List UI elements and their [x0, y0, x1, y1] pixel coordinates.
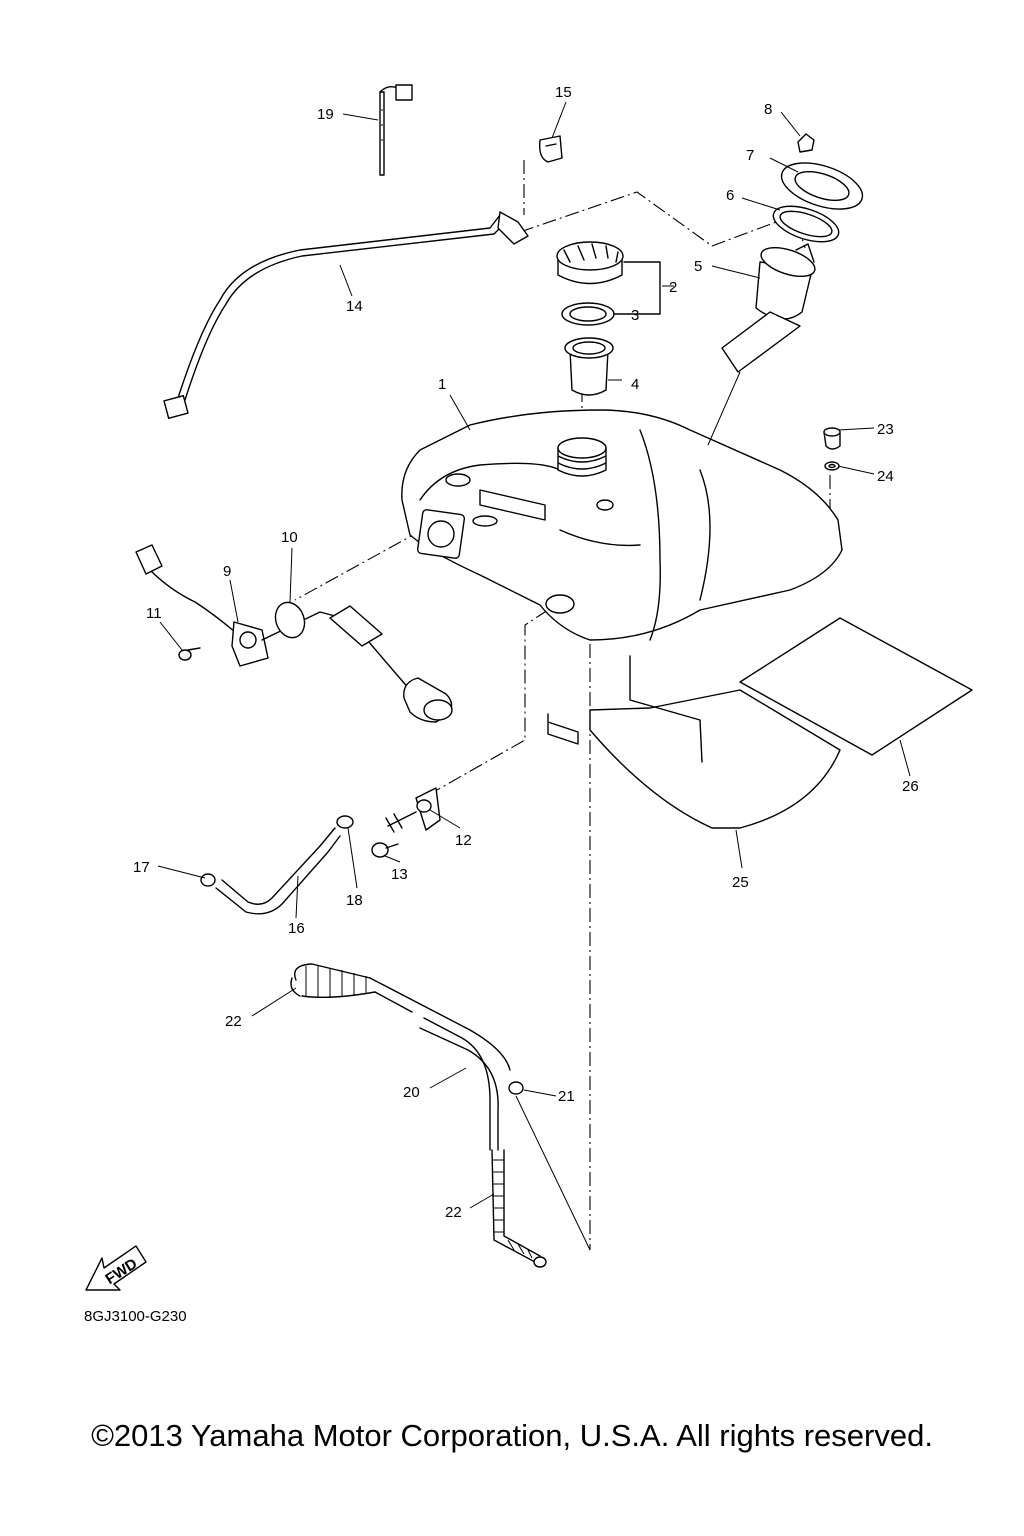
- callout-20: 20: [403, 1084, 420, 1101]
- callout-6: 6: [726, 187, 734, 204]
- part-11-screw: [178, 647, 201, 661]
- drawing-code: 8GJ3100-G230: [84, 1308, 187, 1325]
- part-5-fuel-pump: [721, 243, 816, 373]
- part-7-retainer-plate: [780, 162, 864, 210]
- part-22-protector-upper: [290, 963, 376, 999]
- callout-2: 2: [669, 279, 677, 296]
- part-20-breather-hose: [369, 977, 511, 1151]
- part-4-strainer: [564, 337, 614, 396]
- callout-26: 26: [902, 778, 919, 795]
- callout-15: 15: [555, 84, 572, 101]
- part-19-cable-tie: [379, 84, 413, 176]
- part-16-fuel-hose: [215, 827, 341, 915]
- part-26-plate: [739, 617, 973, 756]
- copyright-notice: ©2013 Yamaha Motor Corporation, U.S.A. A…: [91, 1418, 933, 1453]
- part-25-protector: [547, 655, 841, 829]
- part-22-protector-lower: [491, 1149, 547, 1268]
- callout-22-upper: 22: [225, 1013, 242, 1030]
- part-23-nut: [823, 427, 841, 450]
- callout-23: 23: [877, 421, 894, 438]
- callout-3: 3: [631, 307, 639, 324]
- callout-24: 24: [877, 468, 894, 485]
- callout-21: 21: [558, 1088, 575, 1105]
- callout-16: 16: [288, 920, 305, 937]
- part-8-nut: [797, 133, 815, 153]
- part-21-cap: [508, 1081, 524, 1095]
- callout-22-lower: 22: [445, 1204, 462, 1221]
- part-17-clip: [200, 873, 216, 887]
- part-13-bolt: [371, 842, 399, 858]
- callout-7: 7: [746, 147, 754, 164]
- callout-17: 17: [133, 859, 150, 876]
- part-18-clip: [336, 815, 354, 829]
- callout-11: 11: [146, 605, 162, 622]
- callout-5: 5: [694, 258, 702, 275]
- callout-8: 8: [764, 101, 772, 118]
- fwd-arrow-icon: FWD: [85, 1245, 147, 1291]
- callout-labels: 1 2 3 4 5 6 7 8 9 10 11 12 13 14 15 16 1…: [133, 84, 919, 1221]
- part-1-fuel-tank: [401, 409, 843, 641]
- part-6-o-ring: [772, 205, 840, 243]
- exploded-parts-diagram: 1 2 3 4 5 6 7 8 9 10 11 12 13 14 15 16 1…: [85, 84, 973, 1291]
- callout-10: 10: [281, 529, 298, 546]
- part-9-fuel-sender: [135, 544, 453, 723]
- part-10-gasket: [274, 601, 306, 639]
- part-15-clamp: [538, 135, 563, 163]
- part-24-washer: [824, 461, 840, 471]
- part-2-fuel-cap: [556, 241, 624, 285]
- callout-1: 1: [438, 376, 446, 393]
- leader-lines: [157, 101, 911, 1251]
- callout-19: 19: [317, 106, 334, 123]
- bracket-2-3: [613, 261, 661, 315]
- callout-18: 18: [346, 892, 363, 909]
- part-14-wire-lead: [163, 211, 529, 419]
- callout-9: 9: [223, 563, 231, 580]
- callout-13: 13: [391, 866, 408, 883]
- part-3-gasket: [561, 302, 615, 326]
- callout-12: 12: [455, 832, 472, 849]
- callout-14: 14: [346, 298, 363, 315]
- callout-4: 4: [631, 376, 639, 393]
- part-12-fuel-cock: [385, 787, 441, 833]
- callout-25: 25: [732, 874, 749, 891]
